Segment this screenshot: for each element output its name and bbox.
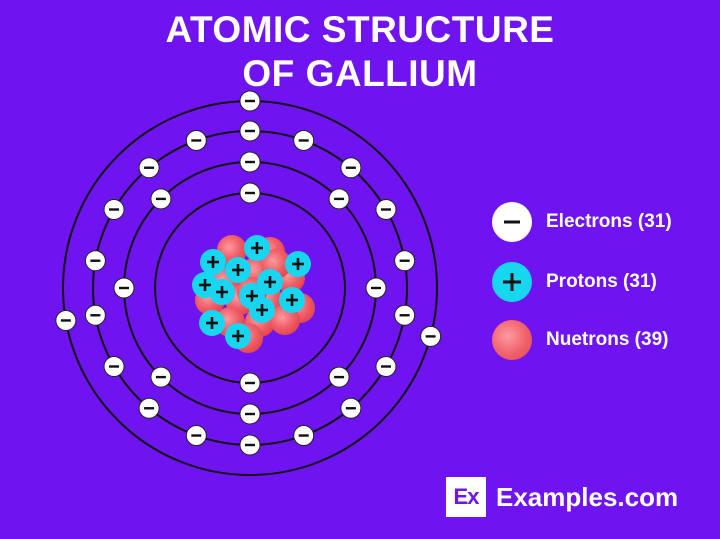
legend-neutrons: Nuetrons (39) <box>492 318 712 362</box>
electron <box>185 425 207 447</box>
proton <box>225 257 251 283</box>
electron <box>293 129 315 151</box>
electron <box>375 356 397 377</box>
brand-name: Examples.com <box>496 481 679 512</box>
electron <box>365 277 387 299</box>
legend-protons: Protons (31) <box>492 260 712 304</box>
electron <box>394 304 416 326</box>
proton <box>279 287 305 313</box>
proton <box>244 235 270 261</box>
electron <box>103 356 125 377</box>
page-title: ATOMIC STRUCTURE OF GALLIUM <box>0 8 720 96</box>
legend-electrons-label: Electrons (31) <box>546 211 672 232</box>
nucleus <box>192 235 315 353</box>
electron <box>113 277 135 299</box>
legend-neutrons-label: Nuetrons (39) <box>546 329 669 350</box>
proton <box>200 249 226 275</box>
electron <box>239 120 261 142</box>
electron <box>328 188 350 210</box>
electron <box>340 157 362 179</box>
electron <box>138 157 160 179</box>
proton <box>249 297 275 323</box>
electron-icon <box>492 202 532 242</box>
electron <box>103 199 125 220</box>
electron <box>394 250 416 272</box>
brand: Ex Examples.com <box>446 476 678 518</box>
electron <box>84 304 106 326</box>
electron <box>239 151 261 173</box>
proton-icon <box>492 262 532 302</box>
electron <box>239 182 261 204</box>
proton <box>199 310 225 336</box>
electron <box>239 372 261 394</box>
title-line-2: OF GALLIUM <box>242 53 478 94</box>
electron <box>150 366 172 388</box>
proton <box>225 323 251 349</box>
electron <box>328 366 350 388</box>
neutron-icon <box>492 320 532 360</box>
legend-protons-label: Protons (31) <box>546 271 657 292</box>
electron <box>185 129 207 151</box>
electron <box>420 325 442 347</box>
electron <box>138 397 160 419</box>
legend-electrons: Electrons (31) <box>492 200 712 244</box>
electron <box>340 397 362 419</box>
proton <box>257 269 283 295</box>
electron <box>239 434 261 456</box>
electron <box>293 425 315 447</box>
title-line-1: ATOMIC STRUCTURE <box>165 9 555 50</box>
electron <box>84 250 106 272</box>
proton <box>209 279 235 305</box>
electron <box>239 403 261 425</box>
electron <box>150 188 172 210</box>
electron <box>239 90 261 112</box>
brand-logo: Ex <box>446 477 486 517</box>
electron <box>55 309 77 331</box>
electron <box>375 199 397 220</box>
proton <box>285 251 311 277</box>
